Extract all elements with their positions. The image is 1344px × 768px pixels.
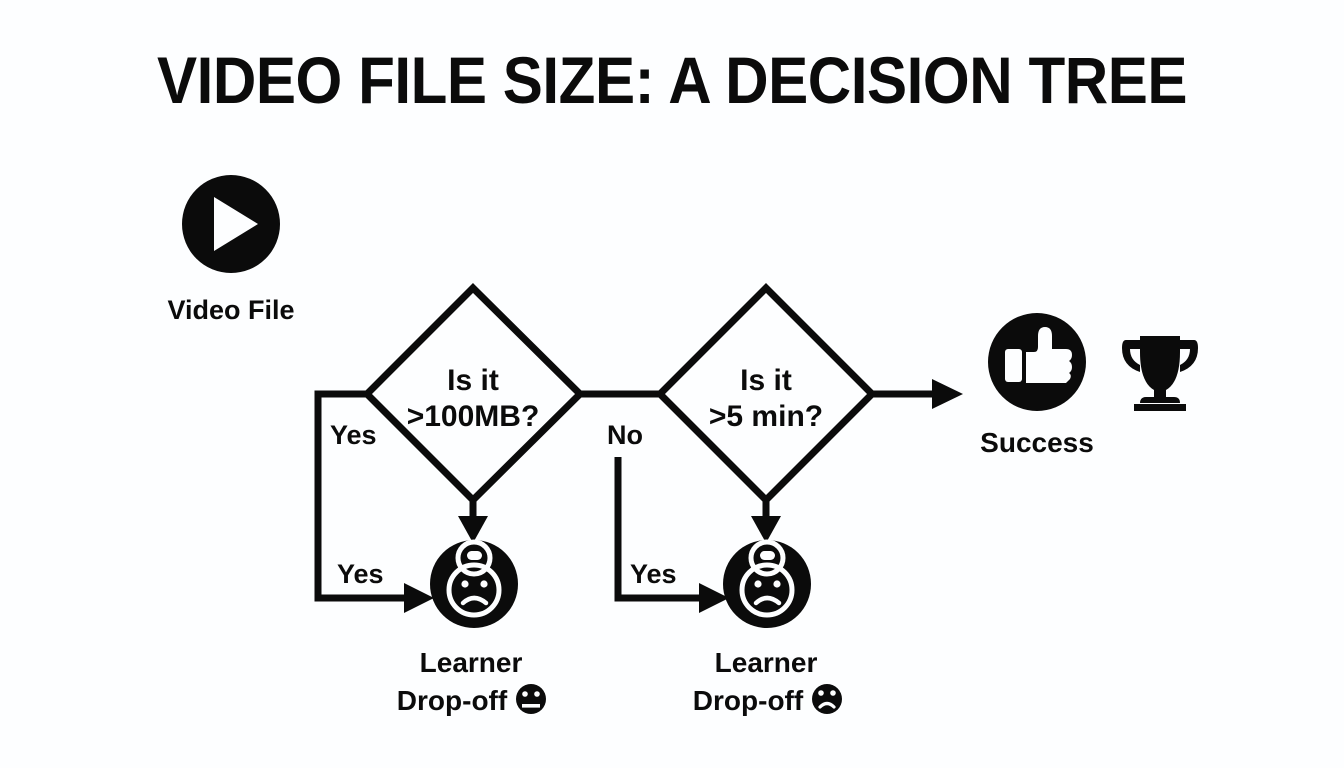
thumbs-up-hand <box>1026 327 1072 383</box>
edge-size-yes-left-path <box>314 390 410 602</box>
person-frown-mouth <box>460 595 489 606</box>
edge-label-size-yes-upper: Yes <box>330 420 377 450</box>
decision-size-line2: >100MB? <box>407 400 540 433</box>
person-head-outline <box>455 539 493 577</box>
edge-to-success-arrowhead <box>932 379 963 409</box>
edge-to-success <box>872 379 963 409</box>
person-eye-left <box>754 580 762 588</box>
frowning-face-icon <box>812 684 842 714</box>
play-triangle-icon <box>214 197 258 251</box>
thumbs-up-cuff <box>1005 349 1022 382</box>
edge-length-yes-path <box>614 457 705 602</box>
decision-size-line1: Is it <box>447 364 499 397</box>
dropoff-left-label-line2: Drop-off <box>397 685 508 716</box>
dropoff-right-label-line1: Learner <box>715 647 818 678</box>
edge-label-length-yes: Yes <box>630 559 677 589</box>
edge-length-yes-arrowhead <box>699 583 729 613</box>
trophy-icon <box>1122 336 1198 411</box>
person-frown-mouth <box>753 595 782 606</box>
person-face-outline <box>446 562 502 618</box>
neutral-face-icon <box>516 684 546 714</box>
start-node-label: Video File <box>167 295 294 325</box>
decision-length-line1: Is it <box>740 364 792 397</box>
start-node: Video File <box>167 175 295 325</box>
edge-size-yes-left-arrowhead <box>404 583 434 613</box>
decision-node-length: Is it >5 min? <box>655 283 877 505</box>
dropoff-right-label-line2: Drop-off <box>693 685 804 716</box>
decision-node-size: Is it >100MB? <box>362 283 585 505</box>
page-title: VIDEO FILE SIZE: A DECISION TREE <box>157 43 1187 117</box>
edge-size-no: No <box>580 390 660 450</box>
person-head-outline <box>748 539 786 577</box>
person-eye-left <box>461 580 469 588</box>
diamond-shape <box>655 283 877 505</box>
person-head-inner <box>467 551 482 560</box>
edge-length-yes-left: Yes <box>614 457 729 613</box>
dropoff-left-label-line1: Learner <box>420 647 523 678</box>
diamond-shape <box>362 283 585 505</box>
decision-length-line2: >5 min? <box>709 400 823 433</box>
success-node: Success <box>980 313 1198 458</box>
edge-size-yes-left: Yes Yes <box>314 390 434 613</box>
person-face-outline <box>739 562 795 618</box>
edge-label-size-yes-lower: Yes <box>337 559 384 589</box>
success-label: Success <box>980 427 1094 458</box>
person-eye-right <box>773 580 781 588</box>
edge-length-bottom-arrowhead <box>751 516 781 543</box>
edge-size-bottom-arrowhead <box>458 516 488 543</box>
person-eye-right <box>480 580 488 588</box>
edge-label-size-no: No <box>607 420 643 450</box>
person-head-inner <box>760 551 775 560</box>
dropoff-node-right: Learner Drop-off <box>693 539 842 716</box>
dropoff-node-left: Learner Drop-off <box>397 539 546 716</box>
